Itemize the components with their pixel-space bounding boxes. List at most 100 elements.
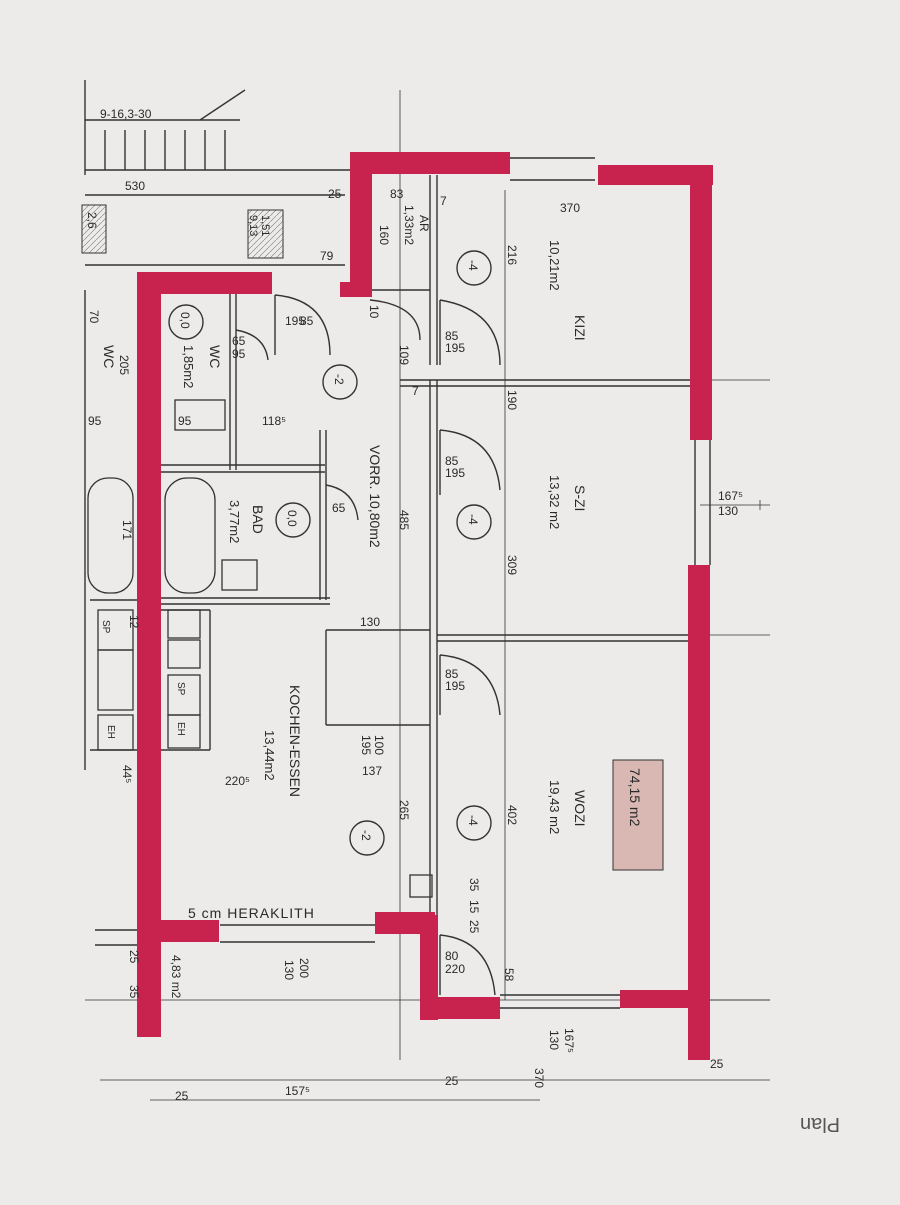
cabinet-a: [167, 609, 201, 639]
wall-bottom-right: [620, 990, 688, 1008]
dim: 171: [120, 520, 134, 540]
plan-caption: Plan: [799, 1113, 840, 1135]
sanitary-fixtures: [87, 399, 433, 898]
dim: 25: [710, 1057, 724, 1071]
dim: 167⁵: [718, 489, 743, 503]
shaft-box: [409, 874, 433, 898]
dim: 485: [397, 510, 411, 530]
dim: 220: [445, 962, 465, 976]
wall-top-left: [350, 152, 510, 174]
dim: 44⁵: [120, 765, 134, 783]
material-note: 5 cm HERAKLITH: [188, 905, 315, 921]
vorr-name: VORR. 10,80m2: [367, 445, 383, 548]
level-wozi: -4: [466, 815, 480, 826]
wc-name: WC: [207, 345, 223, 368]
dim: 7: [440, 194, 447, 208]
dim: 95: [232, 347, 246, 361]
dim: 530: [125, 179, 145, 193]
total-area-box: [612, 759, 664, 871]
dim: 370: [560, 201, 580, 215]
dim: 10: [367, 305, 381, 319]
szi-area: 13,32 m2: [547, 475, 562, 529]
level-vorr: -2: [332, 374, 346, 385]
dim: 130: [718, 504, 738, 518]
dim: 195: [285, 314, 305, 328]
dim: 109: [397, 345, 411, 365]
dim: 130: [547, 1030, 561, 1050]
dim: 85: [445, 454, 459, 468]
thin-lines: [84, 80, 770, 1101]
dim: 200: [297, 958, 311, 978]
bathtub: [164, 477, 216, 594]
dim: 130: [282, 960, 296, 980]
dim: 205: [117, 355, 131, 375]
level-kochen: -2: [359, 830, 373, 841]
dim: 370: [532, 1068, 546, 1088]
neighbour-box1-label: 2,6: [85, 212, 99, 229]
dim: 95: [178, 414, 192, 428]
dim: 190: [505, 390, 519, 410]
level-markers: [168, 250, 492, 856]
neighbour-box-1: [81, 204, 107, 254]
wozi-name: WOZI: [572, 790, 588, 827]
neighbour-box-2: [247, 209, 284, 259]
dim: 79: [320, 249, 334, 263]
ar-name: AR: [417, 215, 431, 232]
dim: 195: [445, 341, 465, 355]
dim: 95: [88, 414, 102, 428]
dim: 309: [505, 555, 519, 575]
balcony-area: 4,83 m2: [169, 955, 183, 999]
dim: 58: [502, 968, 516, 982]
wall-left: [137, 272, 161, 1037]
wall-bottom-left: [137, 920, 219, 942]
red-walls: [137, 152, 713, 1060]
dim: 195: [359, 735, 373, 755]
dim: 83: [390, 187, 404, 201]
fixture-eh-1: EH: [105, 725, 116, 739]
wall-notch-foot: [340, 282, 372, 297]
kochen-name: KOCHEN-ESSEN: [287, 685, 303, 797]
kochen-area: 13,44m2: [262, 730, 277, 781]
dim: 402: [505, 805, 519, 825]
neighbour-box2-label-b: 9,13: [247, 215, 259, 236]
wall-notch-vertical: [350, 152, 372, 297]
dim: 65: [232, 334, 246, 348]
wall-bottom-entry: [420, 997, 500, 1019]
level-bad: 0,0: [285, 510, 299, 527]
neighbour-bathtub: [87, 477, 134, 594]
wozi-area: 19,43 m2: [547, 780, 562, 834]
ar-area: 1,33m2: [402, 205, 416, 245]
room-labels: KIZI 10,21m2 S-ZI 13,32 m2 WOZI 19,43 m2…: [85, 205, 643, 999]
neighbour-eh-box: [97, 714, 134, 751]
level-szi: -4: [466, 514, 480, 525]
bad-name: BAD: [250, 505, 266, 534]
dim: 195: [445, 679, 465, 693]
dim: 265: [397, 800, 411, 820]
neighbour-box2-label-a: 1,51: [259, 215, 271, 236]
kizi-name: KIZI: [572, 315, 588, 341]
neighbour-wc: WC: [101, 345, 117, 368]
wall-entry: [420, 915, 438, 1020]
dim: 130: [360, 615, 380, 629]
dim: 167⁵: [562, 1028, 576, 1053]
washbasin: [221, 559, 258, 591]
dim: 85: [300, 314, 314, 328]
kizi-area: 10,21m2: [547, 240, 562, 291]
bad-area: 3,77m2: [227, 500, 242, 543]
wall-right-lower: [688, 565, 710, 1060]
fixture-labels: SP SP EH EH: [100, 620, 186, 739]
wall-right-upper: [690, 165, 712, 440]
szi-name: S-ZI: [572, 485, 588, 511]
dim: 25: [175, 1089, 189, 1103]
stove-eh: [167, 714, 201, 749]
dim: 9-16,3-30: [100, 107, 152, 121]
dim: 85: [445, 329, 459, 343]
wc-area: 1,85m2: [181, 345, 196, 388]
wall-inner-top: [137, 272, 272, 294]
dim: 80: [445, 949, 459, 963]
dim: 70: [87, 310, 101, 324]
dim: 160: [377, 225, 391, 245]
dim: 15: [467, 900, 481, 914]
